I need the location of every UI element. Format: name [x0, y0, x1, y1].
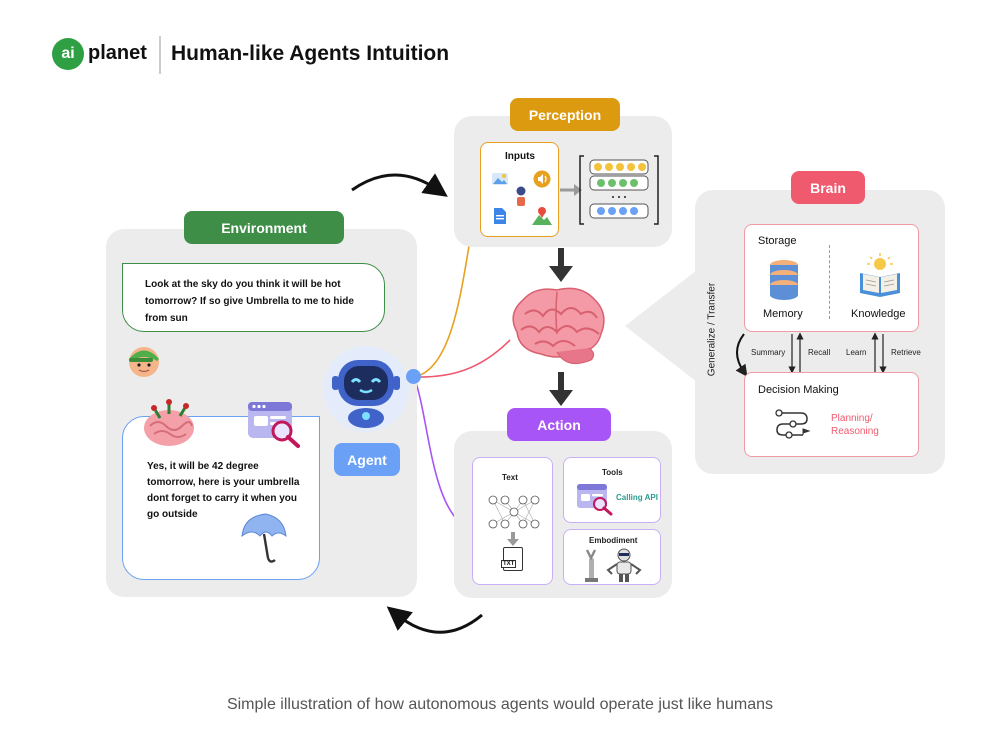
inputs-to-embedding-arrow: [560, 184, 582, 196]
generalize-transfer-text: Generalize / Transfer: [706, 282, 718, 377]
umbrella-icon: [241, 513, 287, 563]
flow-arrow-to-perception: [351, 173, 448, 197]
audio-input-icon: [533, 170, 551, 188]
embodiment-card: Embodiment: [563, 529, 661, 585]
planning-reasoning-label: Planning/ Reasoning: [831, 413, 879, 437]
brain-callout-pointer: [625, 270, 697, 382]
logo-badge-text: ai: [61, 45, 75, 62]
brain-thinking-icon: [144, 399, 194, 446]
planning-path-icon: [775, 409, 811, 439]
knowledge-label: Knowledge: [851, 308, 906, 320]
location-input-icon: [532, 207, 552, 225]
touch-input-icon: [516, 186, 526, 206]
brain-title: Brain: [791, 171, 865, 204]
header-divider: [159, 36, 161, 74]
logo: ai planet: [52, 38, 152, 72]
brain-flow-arrows: [735, 332, 887, 377]
environment-title: Environment: [184, 211, 344, 244]
txt-file-icon: TXT: [501, 547, 523, 571]
figure-caption: Simple illustration of how autonomous ag…: [226, 696, 774, 713]
image-input-icon: [492, 173, 508, 185]
robot-arm-icon: [585, 549, 598, 582]
document-input-icon: [494, 208, 506, 224]
brain-to-action-arrow: [549, 372, 573, 406]
storage-divider: [829, 245, 830, 319]
agent-reply-bubble: Yes, it will be 42 degree tomorrow, here…: [122, 416, 320, 580]
user-avatar-icon: [129, 347, 159, 377]
humanoid-robot-icon: [606, 548, 642, 582]
text-action-card: Text TXT: [472, 457, 553, 585]
down-arrow-icon: [507, 532, 519, 546]
perception-title: Perception: [510, 98, 620, 131]
neural-network-icon: [488, 495, 540, 529]
user-message-text: Look at the sky do you think it will be …: [145, 279, 354, 324]
action-title: Action: [507, 408, 611, 441]
tools-label: Tools: [602, 468, 623, 477]
txt-file-badge: TXT: [501, 560, 517, 568]
api-browser-icon: [577, 484, 613, 516]
tools-card: Tools Calling API: [563, 457, 661, 523]
page-title: Human-like Agents Intuition: [171, 42, 450, 65]
learn-label: Learn: [846, 348, 867, 357]
agent-connector-node: [406, 369, 421, 384]
recall-label: Recall: [808, 348, 831, 357]
inputs-label: Inputs: [505, 151, 535, 162]
calling-api-text: Calling API: [616, 493, 658, 502]
user-message-bubble: Look at the sky do you think it will be …: [122, 263, 385, 332]
summary-label: Summary: [751, 348, 786, 357]
flow-arrow-to-environment: [386, 606, 483, 634]
agent-robot-icon: [332, 360, 400, 428]
agent-label: Agent: [334, 443, 400, 476]
logo-badge: ai: [52, 38, 84, 70]
text-action-label: Text: [502, 473, 518, 482]
storage-label: Storage: [758, 235, 797, 247]
logo-text: planet: [88, 42, 147, 64]
memory-label: Memory: [763, 308, 803, 320]
embedding-vectors-icon: [579, 155, 659, 225]
knowledge-book-icon: [860, 253, 900, 297]
inputs-card: Inputs: [480, 142, 559, 237]
agent-to-brain-line: [413, 339, 511, 378]
central-brain-icon: [512, 287, 605, 365]
memory-database-icon: [770, 260, 798, 300]
generalize-arrow: [735, 333, 748, 377]
agent-reply-text: Yes, it will be 42 degree tomorrow, here…: [147, 461, 300, 520]
web-search-icon: [248, 402, 300, 448]
perception-to-brain-arrow: [549, 248, 573, 282]
embodiment-label: Embodiment: [589, 536, 638, 545]
storage-card: Storage Memory Knowledge: [744, 224, 919, 332]
decision-making-card: Decision Making Planning/ Reasoning: [744, 372, 919, 457]
retrieve-label: Retrieve: [891, 348, 921, 357]
decision-making-label: Decision Making: [758, 384, 839, 396]
